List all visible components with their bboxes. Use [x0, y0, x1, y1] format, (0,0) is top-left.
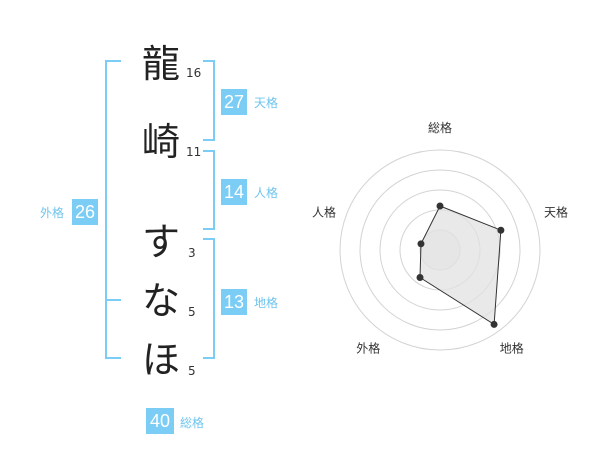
stroke-count-5: 5: [188, 364, 196, 378]
gaikaku-bracket-top: [105, 60, 121, 62]
tenkaku-value: 27: [221, 89, 247, 115]
gaikaku-bracket-vertical: [105, 60, 107, 359]
radar-ring-4: [359, 169, 521, 331]
soukaku-label: 総格: [180, 416, 205, 430]
tenkaku-bracket-vertical: [213, 60, 215, 141]
gaikaku-value: 26: [72, 199, 98, 225]
chikaku-bracket-vertical: [213, 238, 215, 359]
gaikaku-bracket-bottom: [105, 357, 121, 359]
tenkaku-label: 天格: [254, 96, 279, 110]
jinkaku-bracket-bottom: [203, 228, 215, 230]
tenkaku-bracket-bottom: [203, 139, 215, 141]
soukaku-value: 40: [146, 408, 174, 434]
radar-point-2: [497, 226, 505, 234]
radar-axis-label-5: 人格: [312, 204, 336, 219]
gaikaku-bracket-mid: [105, 299, 121, 301]
stroke-count-4: 5: [188, 305, 196, 319]
radar-data-points: [416, 202, 505, 328]
name-char-4: な: [141, 279, 180, 323]
radar-ring-3: [379, 189, 501, 311]
radar-data-shape: [419, 205, 502, 326]
radar-axis-label-1: 総格: [428, 120, 452, 135]
name-char-3: す: [141, 220, 180, 264]
radar-axis-label-2: 天格: [544, 204, 568, 219]
tenkaku-bracket-top: [203, 60, 215, 62]
radar-axis-label-3: 地格: [500, 341, 524, 356]
name-char-2: 崎: [141, 120, 180, 164]
radar-point-3: [490, 320, 498, 328]
chikaku-bracket-bottom: [203, 357, 215, 359]
chikaku-bracket-top: [203, 238, 215, 240]
gaikaku-label: 外格: [40, 206, 65, 220]
radar-point-1: [436, 202, 444, 210]
name-char-5: ほ: [141, 338, 180, 382]
jinkaku-bracket-vertical: [213, 150, 215, 230]
chikaku-value: 13: [221, 289, 247, 315]
chikaku-label: 地格: [254, 296, 279, 310]
jinkaku-label: 人格: [254, 186, 279, 200]
radar-point-4: [416, 274, 424, 282]
stroke-count-3: 3: [188, 246, 196, 260]
radar-point-5: [417, 240, 425, 248]
name-char-1: 龍: [141, 42, 180, 86]
radar-axis-label-4: 外格: [356, 341, 380, 356]
stroke-count-1: 16: [186, 66, 202, 80]
stroke-count-2: 11: [186, 145, 202, 159]
jinkaku-bracket-top: [203, 150, 215, 152]
radar-ring-5: [339, 149, 541, 351]
jinkaku-value: 14: [221, 179, 247, 205]
